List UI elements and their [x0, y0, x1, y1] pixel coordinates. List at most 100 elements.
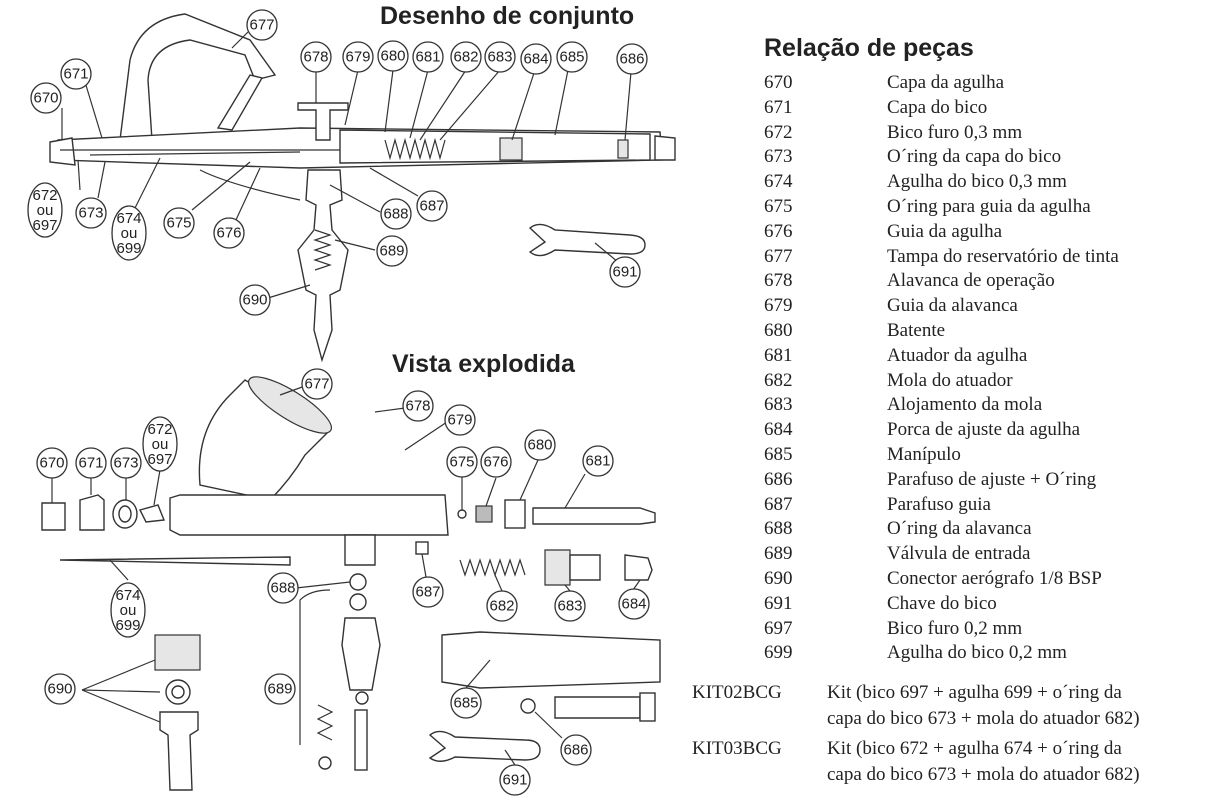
part-description: Válvula de entrada [887, 543, 1031, 565]
part-description: Parafuso guia [887, 493, 991, 515]
svg-text:683: 683 [557, 598, 582, 615]
svg-text:689: 689 [379, 243, 404, 260]
part-number: 671 [764, 96, 793, 118]
part-description: O´ring para guia da agulha [887, 196, 1091, 217]
callout-assembly-689: 689 [376, 235, 408, 267]
svg-text:686: 686 [563, 742, 588, 759]
svg-text:681: 681 [415, 49, 440, 66]
callout-exploded-679: 679 [444, 404, 476, 436]
callout-exploded-677: 677 [301, 368, 333, 400]
part-description: Manípulo [887, 444, 961, 465]
svg-text:670: 670 [33, 90, 58, 107]
callout-exploded-681: 681 [582, 445, 614, 477]
callout-exploded-680: 680 [524, 429, 556, 461]
part-description: Batente [887, 320, 946, 341]
svg-text:683: 683 [487, 49, 512, 66]
part-number: 680 [764, 320, 793, 341]
part-description: Capa da agulha [887, 72, 1005, 93]
svg-text:682: 682 [489, 598, 514, 615]
part-number: 689 [764, 543, 793, 565]
svg-text:673: 673 [78, 205, 103, 222]
svg-text:679: 679 [345, 49, 370, 66]
part-description: Atuador da agulha [887, 344, 1028, 366]
part-description: Guia da alavanca [887, 295, 1018, 317]
part-number: 676 [764, 220, 793, 242]
part-number: 684 [764, 419, 793, 441]
callout-exploded-673: 673 [110, 447, 142, 479]
callout-assembly-679: 679 [342, 41, 374, 73]
svg-text:671: 671 [78, 455, 103, 472]
callout-exploded-682: 682 [486, 590, 518, 622]
part-description: Alojamento da mola [887, 394, 1043, 416]
callout-exploded-670: 670 [36, 447, 68, 479]
svg-text:691: 691 [502, 772, 527, 789]
callout-assembly-676: 676 [213, 217, 245, 249]
part-number: 678 [764, 270, 793, 292]
part-description: Tampa do reservatório de tinta [887, 245, 1119, 267]
callout-exploded-685: 685 [450, 687, 482, 719]
svg-text:671: 671 [63, 66, 88, 83]
svg-text:688: 688 [383, 206, 408, 223]
airbrush-diagram: 677671670678679680681682683684685686672o… [27, 9, 676, 796]
part-number: 681 [764, 344, 793, 366]
kit-description-line1: Kit (bico 697 + agulha 699 + o´ring da [827, 682, 1122, 703]
part-description: Bico furo 0,3 mm [887, 121, 1023, 143]
kit-description-line1: Kit (bico 672 + agulha 674 + o´ring da [827, 738, 1122, 759]
exploded-view-title: Vista explodida [392, 350, 575, 378]
callout-assembly-673: 673 [75, 197, 107, 229]
part-number: 687 [764, 493, 793, 515]
svg-text:679: 679 [447, 412, 472, 429]
callout-exploded-675: 675 [446, 446, 478, 478]
svg-text:677: 677 [304, 376, 329, 393]
kit-description-line2: capa do bico 673 + mola do atuador 682) [827, 708, 1140, 729]
callout-assembly-680: 680 [377, 40, 409, 72]
part-description: O´ring da alavanca [887, 518, 1032, 540]
svg-text:673: 673 [113, 455, 138, 472]
svg-text:677: 677 [249, 17, 274, 34]
callout-assembly-670: 670 [30, 82, 62, 114]
part-number: 673 [764, 146, 793, 168]
part-description: Guia da agulha [887, 220, 1003, 242]
svg-text:688: 688 [270, 580, 295, 597]
callout-exploded-688: 688 [267, 572, 299, 604]
callout-exploded-686: 686 [560, 734, 592, 766]
part-number: 677 [764, 245, 793, 267]
callout-assembly-671: 671 [60, 58, 92, 90]
svg-text:689: 689 [267, 681, 292, 698]
part-number: 690 [764, 568, 793, 589]
svg-text:680: 680 [527, 437, 552, 454]
part-number: 670 [764, 72, 793, 93]
svg-text:678: 678 [303, 49, 328, 66]
callout-exploded-676: 676 [480, 446, 512, 478]
callout-assembly-686: 686 [616, 43, 648, 75]
svg-text:684: 684 [621, 596, 646, 613]
svg-text:680: 680 [380, 48, 405, 65]
callout-assembly-691: 691 [609, 256, 641, 288]
callout-assembly-677: 677 [246, 9, 278, 41]
callout-exploded-687: 687 [412, 576, 444, 608]
callout-assembly-684: 684 [520, 43, 552, 75]
svg-text:670: 670 [39, 455, 64, 472]
svg-text:687: 687 [419, 198, 444, 215]
callout-assembly-687: 687 [416, 190, 448, 222]
svg-text:678: 678 [405, 398, 430, 415]
part-description: Alavanca de operação [887, 270, 1055, 292]
callout-assembly-685: 685 [556, 41, 588, 73]
part-description: Porca de ajuste da agulha [887, 419, 1081, 441]
callout-assembly-690: 690 [239, 284, 271, 316]
part-description: Agulha do bico 0,2 mm [887, 642, 1067, 664]
part-number: 699 [764, 642, 793, 664]
part-number: 672 [764, 121, 793, 143]
callout-assembly-681: 681 [412, 41, 444, 73]
kit-description-line2: capa do bico 673 + mola do atuador 682) [827, 764, 1140, 785]
part-description: Conector aerógrafo 1/8 BSP [887, 568, 1102, 589]
callout-exploded-689: 689 [264, 673, 296, 705]
